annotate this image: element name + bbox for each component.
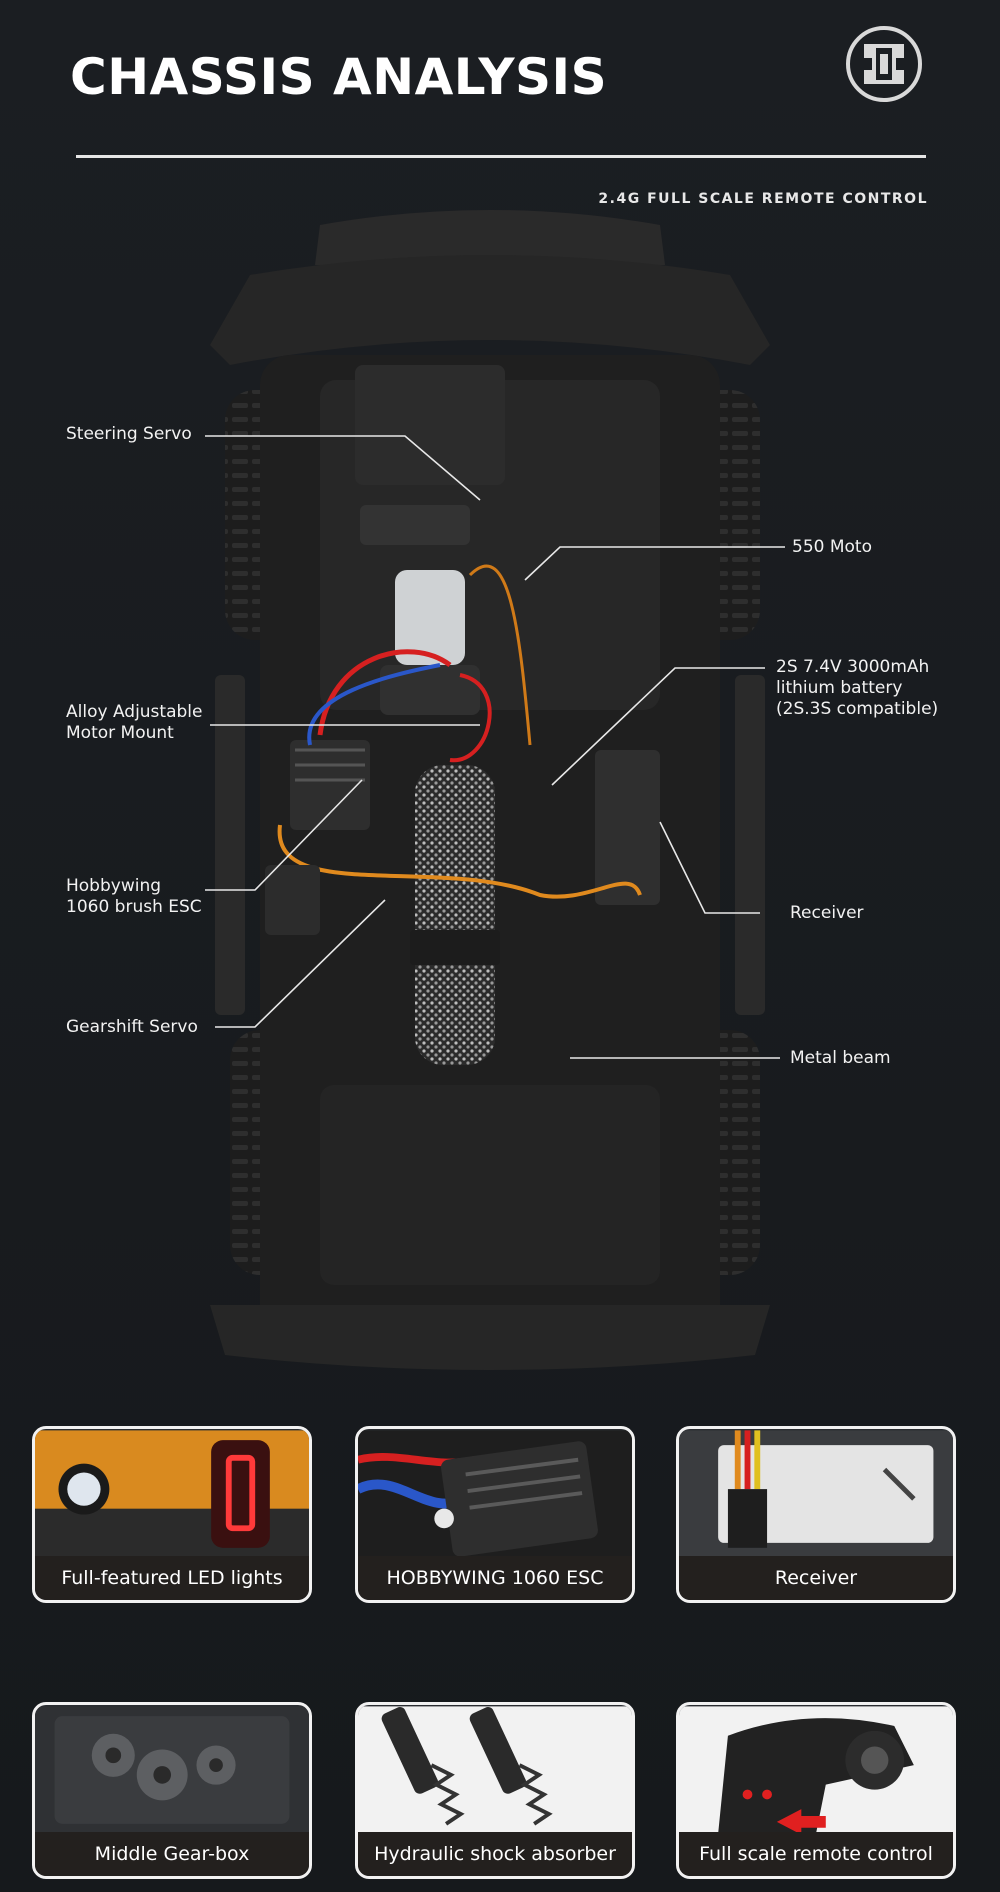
wire-blue bbox=[307, 663, 441, 746]
callout-battery: 2S 7.4V 3000mAh lithium battery (2S.3S c… bbox=[776, 657, 939, 719]
callout-esc: Hobbywing 1060 brush ESC bbox=[66, 876, 202, 917]
feature-card-esc: HOBBYWING 1060 ESC bbox=[355, 1426, 635, 1603]
feature-card-shock-absorber: Hydraulic shock absorber bbox=[355, 1702, 635, 1879]
side-rail-left bbox=[215, 675, 245, 1015]
rear-bumper bbox=[210, 1305, 770, 1370]
feature-caption: Middle Gear-box bbox=[35, 1832, 309, 1876]
page-title: CHASSIS ANALYSIS bbox=[70, 48, 608, 106]
title-divider bbox=[76, 155, 926, 158]
esc-icon bbox=[358, 1430, 632, 1558]
gearshift-servo-body bbox=[265, 865, 320, 935]
shock-absorber-icon bbox=[358, 1706, 632, 1834]
steering-servo-body bbox=[360, 505, 470, 545]
feature-caption: Full scale remote control bbox=[679, 1832, 953, 1876]
callout-motor-mount: Alloy Adjustable Motor Mount bbox=[66, 702, 203, 743]
led-light-icon bbox=[35, 1430, 309, 1558]
motor bbox=[395, 570, 465, 665]
callout-steering-servo: Steering Servo bbox=[66, 424, 192, 444]
chassis-icon bbox=[846, 26, 922, 102]
feature-card-gearbox: Middle Gear-box bbox=[32, 1702, 312, 1879]
feature-card-remote-control: Full scale remote control bbox=[676, 1702, 956, 1879]
chassis-illustration bbox=[210, 210, 770, 1370]
front-bumper bbox=[315, 210, 665, 265]
front-fender bbox=[210, 255, 770, 365]
remote-control-icon bbox=[679, 1706, 953, 1835]
feature-caption: HOBBYWING 1060 ESC bbox=[358, 1556, 632, 1600]
feature-caption: Hydraulic shock absorber bbox=[358, 1832, 632, 1876]
callout-gearshift-servo: Gearshift Servo bbox=[66, 1017, 198, 1037]
callout-receiver: Receiver bbox=[790, 903, 864, 923]
battery-pack bbox=[415, 765, 495, 1065]
receiver-module bbox=[595, 750, 660, 905]
feature-caption: Full-featured LED lights bbox=[35, 1556, 309, 1600]
feature-card-receiver: Receiver bbox=[676, 1426, 956, 1603]
feature-card-led-lights: Full-featured LED lights bbox=[32, 1426, 312, 1603]
page-subtitle: 2.4G FULL SCALE REMOTE CONTROL bbox=[598, 191, 928, 207]
gearbox-icon bbox=[35, 1706, 309, 1834]
receiver-icon bbox=[679, 1430, 953, 1558]
callout-550-moto: 550 Moto bbox=[792, 537, 872, 557]
wire-red bbox=[317, 649, 452, 736]
feature-caption: Receiver bbox=[679, 1556, 953, 1600]
esc-module bbox=[290, 740, 370, 830]
callout-metal-beam: Metal beam bbox=[790, 1048, 891, 1068]
side-rail-right bbox=[735, 675, 765, 1015]
